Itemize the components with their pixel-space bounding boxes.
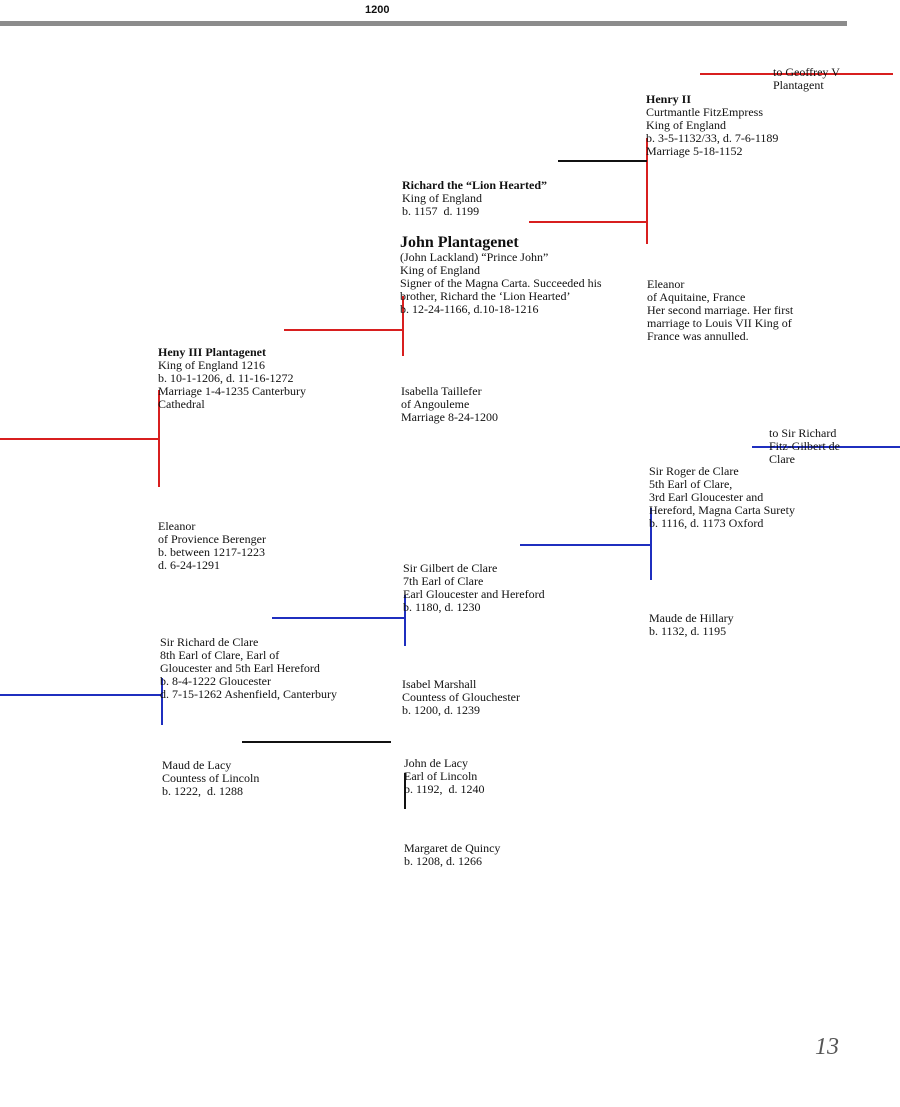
connector-john-isabella (402, 296, 404, 356)
person-name: Henry II (646, 92, 691, 106)
connector-gilbert (520, 544, 651, 546)
connector-john-margaret (404, 773, 406, 809)
connector-gilbert-isabel (404, 595, 406, 646)
person-name: John Plantagenet (400, 234, 519, 251)
year-label: 1200 (365, 4, 390, 16)
page-number: 13 (815, 1034, 839, 1060)
connector-henry2-eleanor (646, 138, 648, 244)
person-name: Richard the “Lion Hearted” (402, 178, 547, 192)
connector-left-red (0, 438, 159, 440)
connector-henry3 (284, 329, 403, 331)
person-richard-lionheart: Richard the “Lion Hearted”King of Englan… (402, 178, 547, 218)
timeline-bar (0, 21, 847, 26)
connector-henry2-geoffrey (700, 73, 893, 75)
connector-richard-maud (161, 678, 163, 725)
connector-left-blue (0, 694, 162, 696)
connector-john (529, 221, 647, 223)
connector-maud-lacy (242, 741, 391, 743)
person-john-plantagenet: John Plantagenet(John Lackland) “Prince … (400, 234, 602, 316)
connector-richard-clare (272, 617, 405, 619)
connector-richard (558, 160, 647, 162)
person-name: Heny III Plantagenet (158, 345, 266, 359)
connector-roger-fitzgilbert (752, 446, 900, 448)
